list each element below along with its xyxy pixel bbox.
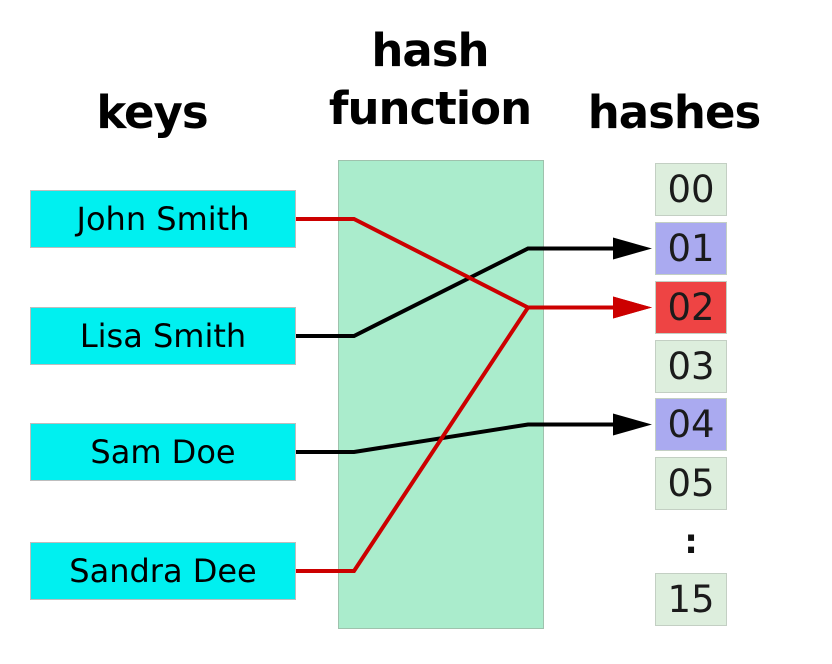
bucket-label: 02 <box>667 286 715 329</box>
hash-function-box <box>338 160 544 629</box>
bucket-label: 04 <box>667 403 715 446</box>
hashes-column-title: hashes <box>587 86 762 139</box>
arrowhead-icon <box>613 296 652 319</box>
hash-bucket-00: 00 <box>655 163 727 216</box>
hash-bucket-04: 04 <box>655 398 727 451</box>
hash-bucket-15: 15 <box>655 573 727 626</box>
key-box-sandra-dee: Sandra Dee <box>30 542 296 600</box>
hash-bucket-05: 05 <box>655 457 727 510</box>
hash-bucket-03: 03 <box>655 340 727 393</box>
hash-function-title: hash function <box>328 24 532 135</box>
ellipsis-label: : <box>684 521 698 562</box>
bucket-label: 01 <box>667 227 715 270</box>
bucket-label: 00 <box>667 168 715 211</box>
key-box-lisa-smith: Lisa Smith <box>30 307 296 365</box>
key-box-sam-doe: Sam Doe <box>30 423 296 481</box>
bucket-ellipsis: : <box>655 515 727 568</box>
bucket-label: 15 <box>667 578 715 621</box>
bucket-label: 05 <box>667 462 715 505</box>
keys-column-title: keys <box>96 86 208 139</box>
key-label: Sandra Dee <box>69 552 257 590</box>
key-label: John Smith <box>76 200 250 238</box>
bucket-label: 03 <box>667 345 715 388</box>
key-label: Sam Doe <box>90 433 236 471</box>
key-label: Lisa Smith <box>79 317 247 355</box>
hash-bucket-01: 01 <box>655 222 727 275</box>
hash-bucket-02: 02 <box>655 281 727 334</box>
key-box-john-smith: John Smith <box>30 190 296 248</box>
arrowhead-icon <box>613 237 652 260</box>
arrowhead-icon <box>613 413 652 436</box>
arrowhead-icon <box>613 296 652 319</box>
